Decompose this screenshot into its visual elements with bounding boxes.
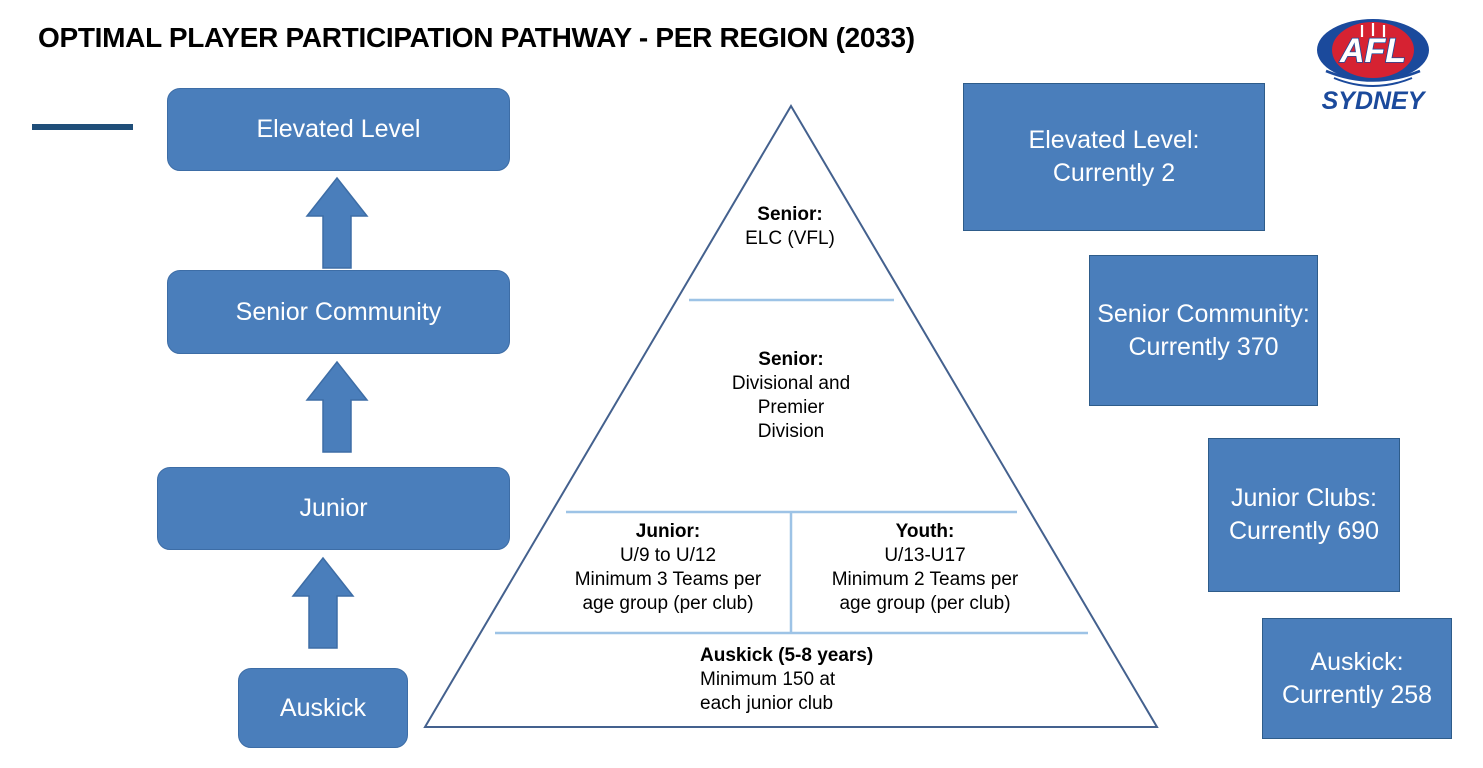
pyramid-tier-line: Division [757,420,825,442]
pathway-box-label: Junior [299,494,368,522]
pyramid-tier-heading: Senior: [757,204,823,225]
stat-box-value: Currently 2 [1052,159,1176,187]
pathway-box-label: Elevated Level [256,115,421,143]
stat-box-senior-community[interactable]: Senior Community: Currently 370 [1089,255,1318,406]
pyramid-tier-heading: Senior: [758,349,824,370]
pathway-box-label: Senior Community [235,297,442,326]
pyramid-tier-line: age group (per club) [839,592,1011,614]
pathway-box-elevated-level[interactable]: Elevated Level [167,88,510,171]
stat-box-junior-clubs[interactable]: Junior Clubs: Currently 690 [1208,438,1400,592]
pyramid-tier-heading: Junior: [635,521,701,542]
participation-pyramid [423,104,1159,728]
pyramid-tier-line: Divisional and [731,372,851,394]
pyramid-tier-line: Minimum 3 Teams per [574,568,762,590]
logo-lacing [1360,23,1386,37]
pyramid-tier-heading: Auskick (5-8 years) [700,645,874,666]
pathway-box-auskick[interactable]: Auskick [238,668,408,748]
pyramid-tier-auskick: Auskick (5-8 years) Minimum 150 at each … [700,644,940,716]
pyramid-tier-line: Minimum 150 at [700,668,836,690]
pathway-box-junior[interactable]: Junior [157,467,510,550]
pyramid-outline [423,104,1159,728]
logo-afl-text: AFL [1339,32,1406,70]
page-title: OPTIMAL PLAYER PARTICIPATION PATHWAY - P… [38,22,915,53]
pyramid-tier-junior: Junior: U/9 to U/12 Minimum 3 Teams per … [548,520,788,616]
logo-swoosh-1 [1325,69,1421,82]
pathway-box-senior-community[interactable]: Senior Community [167,270,510,354]
pyramid-tier-line: ELC (VFL) [745,227,835,249]
stat-box-auskick[interactable]: Auskick: Currently 258 [1262,618,1452,739]
pyramid-tier-line: Minimum 2 Teams per [831,568,1019,590]
stat-box-label: Junior Clubs: [1231,484,1377,512]
pyramid-tier-youth: Youth: U/13-U17 Minimum 2 Teams per age … [800,520,1050,616]
arrow-junior-to-senior-community-icon [305,360,369,453]
stat-box-label: Auskick: [1310,647,1404,676]
logo-sydney-text: SYDNEY [1322,87,1427,114]
logo-football [1332,22,1414,78]
arrow-auskick-to-junior-icon [305,176,369,269]
pyramid-tier-line: Premier [757,396,825,418]
pyramid-tier-line: U/9 to U/12 [619,544,717,566]
stat-box-value: Currently 690 [1228,517,1380,545]
arrow-senior-community-to-elevated-icon [291,556,355,649]
pyramid-tier-senior: Senior: Divisional and Premier Division [676,348,906,444]
pyramid-tier-heading: Youth: [895,521,955,542]
accent-rule [32,124,133,130]
pyramid-tier-line: age group (per club) [582,592,754,614]
stat-box-elevated-level[interactable]: Elevated Level: Currently 2 [963,83,1265,231]
pyramid-tier-elc: Senior: ELC (VFL) [690,203,890,251]
pyramid-tier-line: each junior club [700,692,834,714]
afl-sydney-logo: AFL SYDNEY [1317,19,1429,114]
pyramid-tier-line: U/13-U17 [884,544,966,566]
stat-box-label: Elevated Level: [1028,126,1200,154]
logo-swoosh-2 [1333,77,1413,87]
stat-box-value: Currently 370 [1128,332,1279,361]
stat-box-value: Currently 258 [1281,680,1433,709]
pathway-box-label: Auskick [279,693,367,722]
stat-box-label: Senior Community: [1097,299,1310,328]
